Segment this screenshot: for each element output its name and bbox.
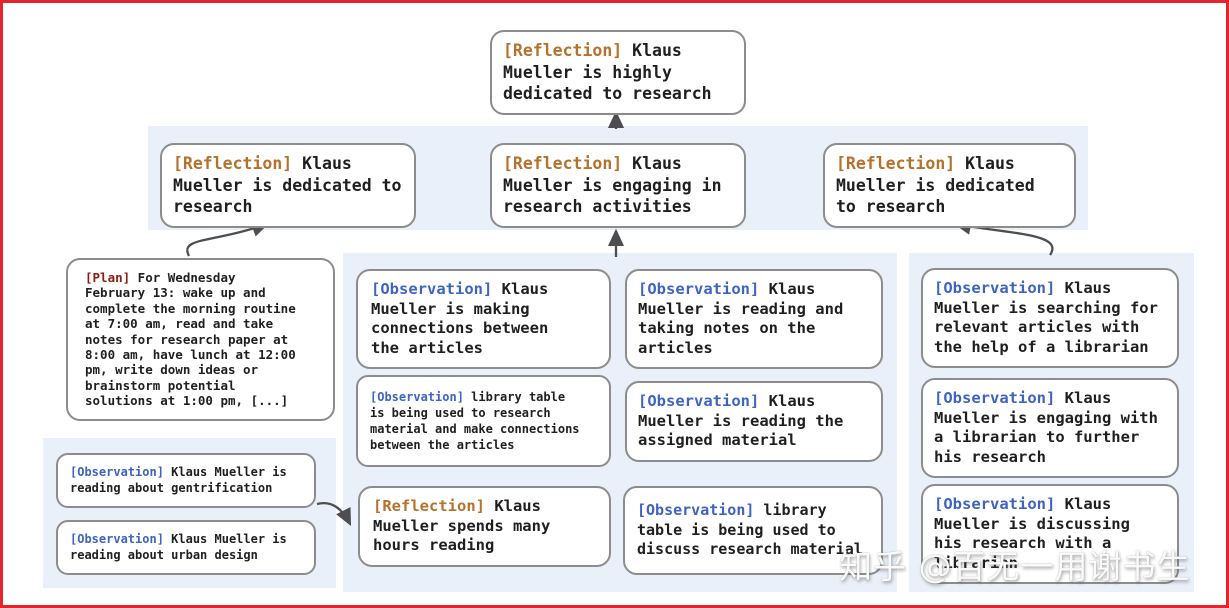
node-plan: [Plan]For Wednesday February 13: wake up… (66, 258, 335, 421)
observation-tag: [Observation] (934, 495, 1056, 513)
node-observation-library-table-discuss: [Observation]library table is being used… (623, 486, 883, 575)
plan-tag: [Plan] (85, 270, 131, 285)
observation-tag: [Observation] (934, 389, 1056, 407)
observation-tag: [Observation] (637, 501, 755, 519)
node-observation-urban-design: [Observation]Klaus Mueller is reading ab… (56, 520, 316, 575)
observation-tag: [Observation] (70, 465, 164, 479)
node-text: Klaus Mueller is reading the assigned ma… (638, 392, 844, 449)
node-observation-gentrification: [Observation]Klaus Mueller is reading ab… (56, 453, 316, 508)
node-observation-searching-articles: [Observation]Klaus Mueller is searching … (921, 268, 1179, 368)
node-reflection-spends-hours-reading: [Reflection]Klaus Mueller spends many ho… (358, 486, 611, 567)
reflection-tag: [Reflection] (503, 41, 623, 60)
node-text: library table is being used to research … (370, 390, 580, 452)
reflection-tag: [Reflection] (373, 497, 485, 515)
node-text: library table is being used to discuss r… (637, 501, 863, 558)
node-reflection-top: [Reflection]Klaus Mueller is highly dedi… (490, 30, 746, 115)
node-text: Klaus Mueller is dedicated to research (836, 154, 1035, 216)
node-observation-assigned-material: [Observation]Klaus Mueller is reading th… (625, 381, 883, 462)
reflection-tag: [Reflection] (503, 154, 623, 173)
node-text: Klaus Mueller is engaging in research ac… (503, 154, 722, 216)
reflection-tag: [Reflection] (173, 154, 293, 173)
zhihu-watermark: 知乎 @百无一用谢书生 (839, 547, 1191, 586)
observation-tag: [Observation] (371, 280, 493, 298)
reflection-tag: [Reflection] (836, 154, 956, 173)
node-text: Klaus Mueller is reading about urban des… (70, 532, 287, 562)
node-reflection-left: [Reflection]Klaus Mueller is dedicated t… (160, 143, 416, 228)
observation-tag: [Observation] (370, 390, 464, 404)
observation-tag: [Observation] (70, 532, 164, 546)
node-text: Klaus Mueller is discussing his research… (934, 495, 1130, 572)
node-text: Klaus Mueller is dedicated to research (173, 154, 402, 216)
observation-tag: [Observation] (934, 279, 1056, 297)
node-text: Klaus Mueller is reading about gentrific… (70, 465, 287, 495)
node-text: Klaus Mueller is engaging with a librari… (934, 389, 1158, 466)
node-text: For Wednesday February 13: wake up and c… (85, 270, 296, 409)
node-text: Klaus Mueller is searching for relevant … (934, 279, 1158, 356)
node-text: Klaus Mueller is reading and taking note… (638, 280, 844, 357)
node-observation-taking-notes: [Observation]Klaus Mueller is reading an… (625, 269, 883, 369)
observation-tag: [Observation] (638, 392, 760, 410)
node-text: Klaus Mueller spends many hours reading (373, 497, 551, 554)
node-observation-making-connections: [Observation]Klaus Mueller is making con… (356, 269, 611, 369)
node-reflection-middle: [Reflection]Klaus Mueller is engaging in… (490, 143, 746, 228)
node-reflection-right: [Reflection]Klaus Mueller is dedicated t… (823, 143, 1076, 228)
node-text: Klaus Mueller is highly dedicated to res… (503, 41, 712, 103)
node-observation-library-table-research: [Observation]library table is being used… (356, 375, 611, 467)
node-text: Klaus Mueller is making connections betw… (371, 280, 549, 357)
node-observation-discussing-research: [Observation]Klaus Mueller is discussing… (921, 484, 1179, 584)
node-observation-engaging-librarian: [Observation]Klaus Mueller is engaging w… (921, 378, 1179, 478)
observation-tag: [Observation] (638, 280, 760, 298)
